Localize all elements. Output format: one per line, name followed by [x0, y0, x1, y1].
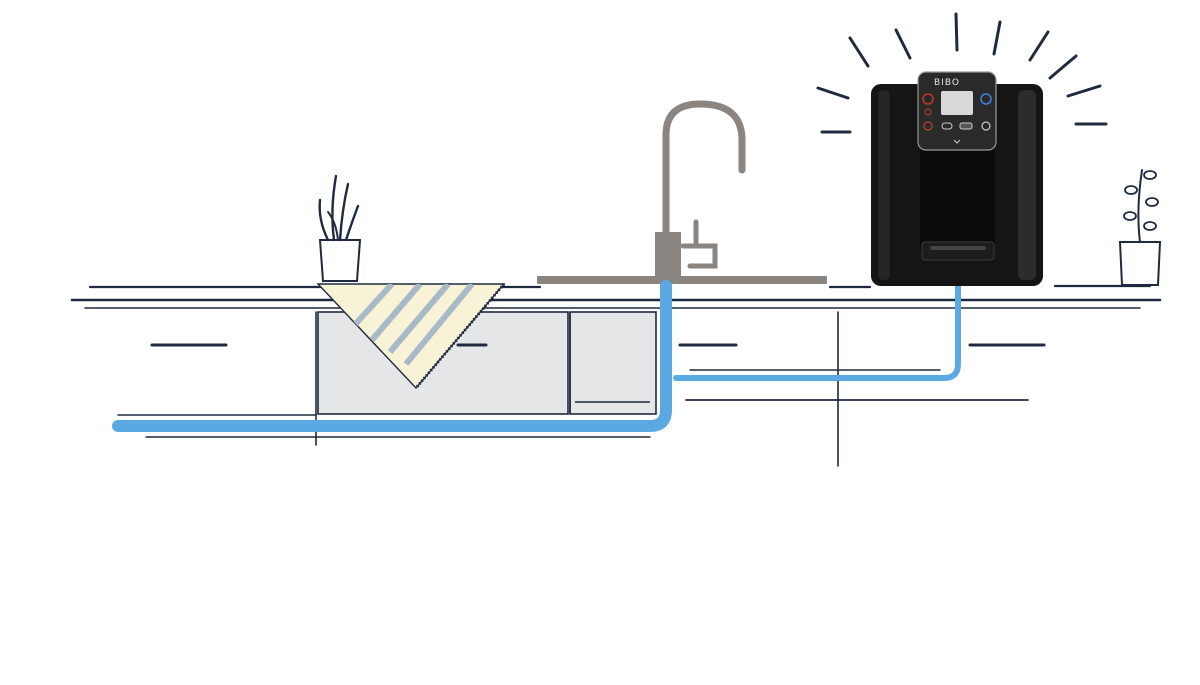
volume-button[interactable]: [941, 122, 953, 130]
plant-stem: [1137, 169, 1143, 243]
water-pipes: [112, 280, 961, 432]
ray: [816, 86, 850, 100]
cabinet-panel-right: [569, 311, 657, 415]
cold-water-button[interactable]: [980, 93, 992, 105]
plant-leaf: [1143, 221, 1157, 231]
dispenser-body-shine: [1018, 90, 1036, 280]
ray: [1028, 30, 1050, 62]
faucet-base: [655, 232, 681, 276]
drip-tray: [921, 241, 995, 261]
temperature-button[interactable]: [981, 121, 991, 131]
countertop: [70, 284, 1162, 309]
chevron-down-icon: [953, 139, 961, 144]
hot-lock-button[interactable]: [924, 108, 932, 116]
plant-leaf: [1124, 185, 1138, 195]
towel-stripe: [387, 284, 451, 354]
ray: [992, 20, 1002, 56]
water-dispenser: BIBO: [871, 71, 1043, 286]
plant-pot: [1118, 241, 1162, 286]
dispenser-feed-pipe: [673, 281, 961, 381]
plant-leaf: [327, 211, 339, 241]
sink-plate: [537, 276, 827, 284]
plant-leaf: [338, 182, 350, 242]
plant-pot: [318, 239, 362, 282]
potted-plant-left: [318, 174, 362, 282]
towel-stripe: [403, 284, 475, 366]
towel-stripe: [347, 284, 395, 333]
towel-stripe: [369, 284, 423, 342]
highlight-rays: [816, 12, 1108, 134]
dispenser-brand-logo: BIBO: [934, 78, 960, 88]
plant-leaf: [344, 204, 360, 242]
pipe-outlines: [117, 414, 651, 438]
plant-leaf: [1143, 170, 1157, 180]
drip-tray-grill: [930, 246, 986, 250]
potted-plant-right: [1118, 169, 1162, 286]
striped-towel: [316, 283, 506, 390]
faucet-neck: [662, 100, 746, 240]
ray: [1048, 54, 1078, 80]
panel-display: [941, 91, 973, 115]
ray: [954, 12, 959, 52]
ray: [894, 28, 912, 60]
settings-button[interactable]: [959, 122, 973, 130]
hot-water-button[interactable]: [922, 93, 934, 105]
dispenser-body-shine-left: [878, 90, 890, 280]
ray: [848, 36, 870, 68]
plant-leaf: [318, 198, 330, 242]
plant-leaf: [331, 174, 338, 242]
faucet: [655, 100, 746, 276]
faucet-side-tap: [680, 243, 718, 269]
ray: [1066, 84, 1102, 98]
plant-leaf: [1123, 211, 1137, 221]
plant-leaf: [1145, 197, 1159, 207]
main-water-pipe: [112, 280, 672, 432]
dispenser-nozzle-area: [920, 150, 995, 250]
ambient-button[interactable]: [923, 121, 933, 131]
